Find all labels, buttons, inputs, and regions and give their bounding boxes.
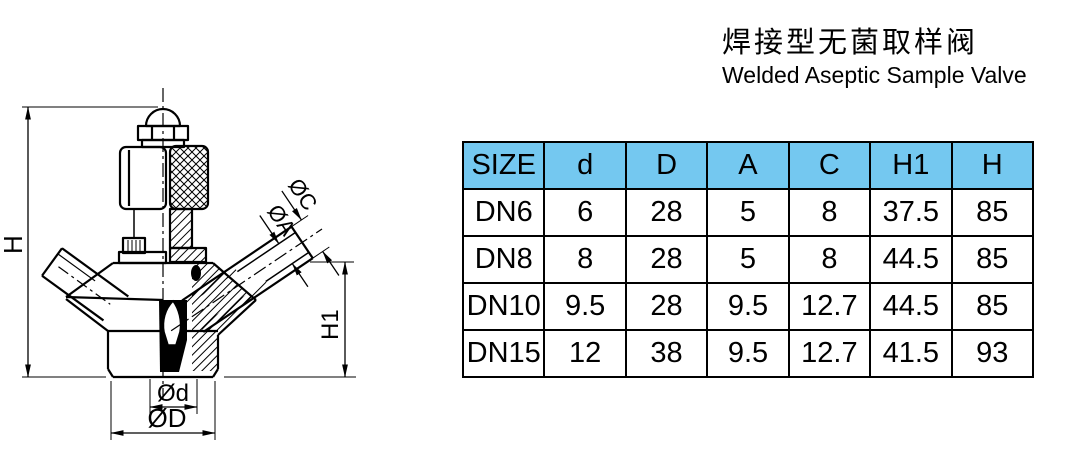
dim-label-bore-dia: Ød xyxy=(157,380,189,407)
product-title-zh: 焊接型无菌取样阀 xyxy=(722,27,979,59)
cell-D: 28 xyxy=(624,282,709,331)
cell-D: 38 xyxy=(624,329,709,378)
cell-size: DN10 xyxy=(461,282,546,331)
dim-label-height: H xyxy=(0,235,28,254)
knob-handle xyxy=(118,145,168,211)
cell-H1: 44.5 xyxy=(869,235,953,284)
col-header-C: C xyxy=(787,141,872,190)
dome-cap-nut xyxy=(144,107,182,128)
cell-D: 28 xyxy=(624,188,709,237)
cell-H: 85 xyxy=(950,235,1035,284)
cell-A: 5 xyxy=(706,235,790,284)
cell-H: 85 xyxy=(950,282,1035,331)
cell-d: 12 xyxy=(543,329,627,378)
cell-H: 85 xyxy=(950,188,1035,237)
cell-H1: 37.5 xyxy=(869,188,953,237)
spec-table-header-row: SIZE d D A C H1 H xyxy=(461,141,1035,190)
cell-H1: 41.5 xyxy=(869,329,953,378)
dim-H1 xyxy=(224,261,356,378)
col-header-H: H xyxy=(950,141,1035,190)
pipe-centerline xyxy=(58,266,111,305)
cell-size: DN6 xyxy=(461,188,546,237)
cell-A: 5 xyxy=(706,188,790,237)
spec-row-dn15: DN15 12 38 9.5 12.7 41.5 93 xyxy=(461,329,1035,378)
cell-A: 9.5 xyxy=(706,282,790,331)
cell-H: 93 xyxy=(950,329,1035,378)
cell-d: 6 xyxy=(543,188,627,237)
col-header-H1: H1 xyxy=(869,141,953,190)
col-header-A: A xyxy=(706,141,790,190)
dim-label-body-dia: ØD xyxy=(148,403,187,433)
spec-row-dn8: DN8 8 28 5 8 44.5 85 xyxy=(461,235,1035,284)
pipe-centerline xyxy=(170,228,323,332)
col-header-D: D xyxy=(624,141,709,190)
knurled-knob xyxy=(168,144,210,211)
dim-d-small xyxy=(149,379,198,414)
cell-C: 8 xyxy=(787,235,872,284)
spec-table: SIZE d D A C H1 H DN6 6 28 5 8 37.5 85 D… xyxy=(461,141,1035,378)
left-weld-pipe xyxy=(41,247,129,322)
cell-H1: 44.5 xyxy=(869,282,953,331)
right-weld-pipe: ØA ØC xyxy=(170,174,340,333)
col-header-size: SIZE xyxy=(461,141,546,190)
cell-d: 8 xyxy=(543,235,627,284)
valve-seal-section xyxy=(159,265,201,372)
product-title-en: Welded Aseptic Sample Valve xyxy=(722,62,1027,88)
title-block: 焊接型无菌取样阀 Welded Aseptic Sample Valve xyxy=(722,26,1027,89)
col-header-d: d xyxy=(543,141,627,190)
cell-d: 9.5 xyxy=(543,282,627,331)
valve-technical-drawing: ØA ØC H H1 xyxy=(0,88,356,440)
spec-row-dn10: DN10 9.5 28 9.5 12.7 44.5 85 xyxy=(461,282,1035,331)
spec-row-dn6: DN6 6 28 5 8 37.5 85 xyxy=(461,188,1035,237)
dim-D-big xyxy=(110,381,216,440)
cell-C: 12.7 xyxy=(787,329,872,378)
o-ring xyxy=(191,265,201,281)
cell-size: DN15 xyxy=(461,329,546,378)
cell-C: 8 xyxy=(787,188,872,237)
dim-label-height1: H1 xyxy=(317,309,344,340)
dim-label-pipe-inner-dia: ØA xyxy=(262,200,301,241)
cell-D: 28 xyxy=(624,235,709,284)
valve-body-outline xyxy=(65,107,257,379)
cell-size: DN8 xyxy=(461,235,546,284)
cell-A: 9.5 xyxy=(706,329,790,378)
cell-C: 12.7 xyxy=(787,282,872,331)
dim-H xyxy=(22,106,158,378)
